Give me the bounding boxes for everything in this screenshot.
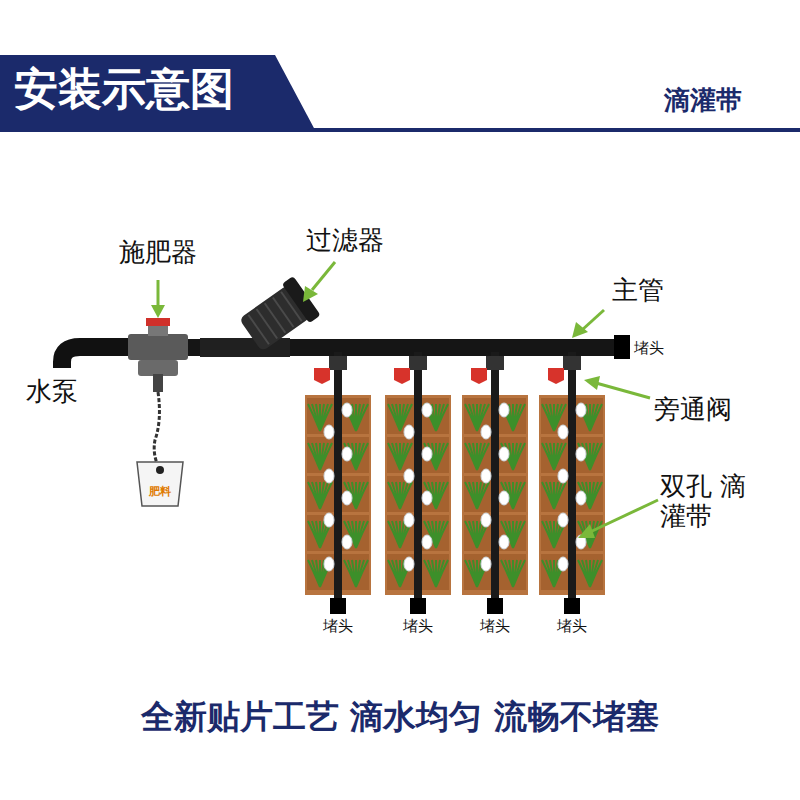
end-cap bbox=[487, 598, 503, 614]
plant bbox=[465, 443, 489, 470]
tube-end bbox=[156, 466, 164, 474]
title-banner bbox=[0, 55, 315, 130]
caption: 全新贴片工艺 滴水均匀 流畅不堵塞 bbox=[141, 698, 659, 736]
planting-bed bbox=[305, 352, 371, 614]
injector-body bbox=[128, 334, 188, 360]
header-rule bbox=[0, 128, 800, 132]
valve-body bbox=[563, 356, 581, 370]
plant bbox=[465, 482, 489, 509]
emitter bbox=[422, 447, 432, 461]
emitter bbox=[422, 535, 432, 549]
emitter bbox=[499, 535, 509, 549]
valve-body bbox=[329, 356, 347, 370]
emitter bbox=[422, 491, 432, 505]
plant bbox=[578, 560, 602, 587]
part-label: 主管 bbox=[612, 276, 664, 306]
drip-tape bbox=[414, 352, 422, 600]
emitter bbox=[404, 425, 414, 439]
part-label: 双孔 滴灌带 bbox=[660, 472, 756, 532]
emitter bbox=[324, 557, 334, 571]
emitter bbox=[576, 403, 586, 417]
venturi bbox=[138, 360, 178, 376]
injector-handle bbox=[146, 318, 170, 326]
emitter bbox=[324, 513, 334, 527]
emitter bbox=[342, 535, 352, 549]
plant bbox=[542, 443, 566, 470]
plant bbox=[308, 443, 332, 470]
part-label: 过滤器 bbox=[306, 226, 384, 256]
bypass-valve bbox=[471, 368, 487, 384]
part-label: 堵头 bbox=[557, 618, 587, 635]
emitter bbox=[558, 513, 568, 527]
plant bbox=[344, 560, 368, 587]
title: 安装示意图 bbox=[14, 64, 234, 115]
part-label: 堵头 bbox=[634, 340, 664, 357]
plant bbox=[542, 482, 566, 509]
drip-tape bbox=[334, 352, 342, 600]
emitter bbox=[481, 557, 491, 571]
emitter bbox=[404, 513, 414, 527]
end-cap bbox=[614, 335, 630, 359]
end-cap bbox=[564, 598, 580, 614]
part-label: 堵头 bbox=[323, 618, 353, 635]
part-label: 堵头 bbox=[480, 618, 510, 635]
emitter bbox=[499, 447, 509, 461]
end-cap bbox=[330, 598, 346, 614]
emitter bbox=[499, 403, 509, 417]
emitter bbox=[499, 491, 509, 505]
emitter bbox=[576, 491, 586, 505]
fertilizer-bucket bbox=[137, 462, 183, 506]
bucket-label: 肥料 bbox=[149, 486, 171, 499]
emitter bbox=[324, 425, 334, 439]
header-tag: 滴灌带 bbox=[664, 86, 742, 116]
main-pipe bbox=[140, 339, 616, 356]
bypass-valve bbox=[394, 368, 410, 384]
emitter bbox=[558, 557, 568, 571]
planting-bed bbox=[539, 352, 605, 614]
part-label: 旁通阀 bbox=[654, 395, 732, 425]
filter bbox=[237, 276, 321, 355]
emitter bbox=[404, 557, 414, 571]
planting-bed bbox=[462, 352, 528, 614]
drip-tape bbox=[568, 352, 576, 600]
emitter bbox=[576, 447, 586, 461]
valve-body bbox=[409, 356, 427, 370]
plant bbox=[388, 482, 412, 509]
emitter bbox=[481, 469, 491, 483]
bypass-valve bbox=[548, 368, 564, 384]
emitter bbox=[342, 491, 352, 505]
emitter bbox=[481, 425, 491, 439]
plant bbox=[424, 560, 448, 587]
emitter bbox=[481, 513, 491, 527]
plant bbox=[501, 560, 525, 587]
emitter bbox=[324, 469, 334, 483]
part-label: 堵头 bbox=[403, 618, 433, 635]
emitter bbox=[558, 469, 568, 483]
emitter bbox=[558, 425, 568, 439]
drip-tape bbox=[491, 352, 499, 600]
bypass-valve bbox=[314, 368, 330, 384]
emitter bbox=[404, 469, 414, 483]
emitter bbox=[422, 403, 432, 417]
valve-body bbox=[486, 356, 504, 370]
suction-tube bbox=[154, 392, 160, 470]
emitter bbox=[342, 447, 352, 461]
planting-bed bbox=[385, 352, 451, 614]
end-cap bbox=[410, 598, 426, 614]
plant bbox=[308, 482, 332, 509]
emitter bbox=[342, 403, 352, 417]
leader-arrows bbox=[151, 262, 658, 538]
part-label: 施肥器 bbox=[119, 238, 197, 268]
part-label: 水泵 bbox=[26, 377, 78, 407]
plant bbox=[388, 443, 412, 470]
venturi-outlet bbox=[153, 374, 163, 392]
